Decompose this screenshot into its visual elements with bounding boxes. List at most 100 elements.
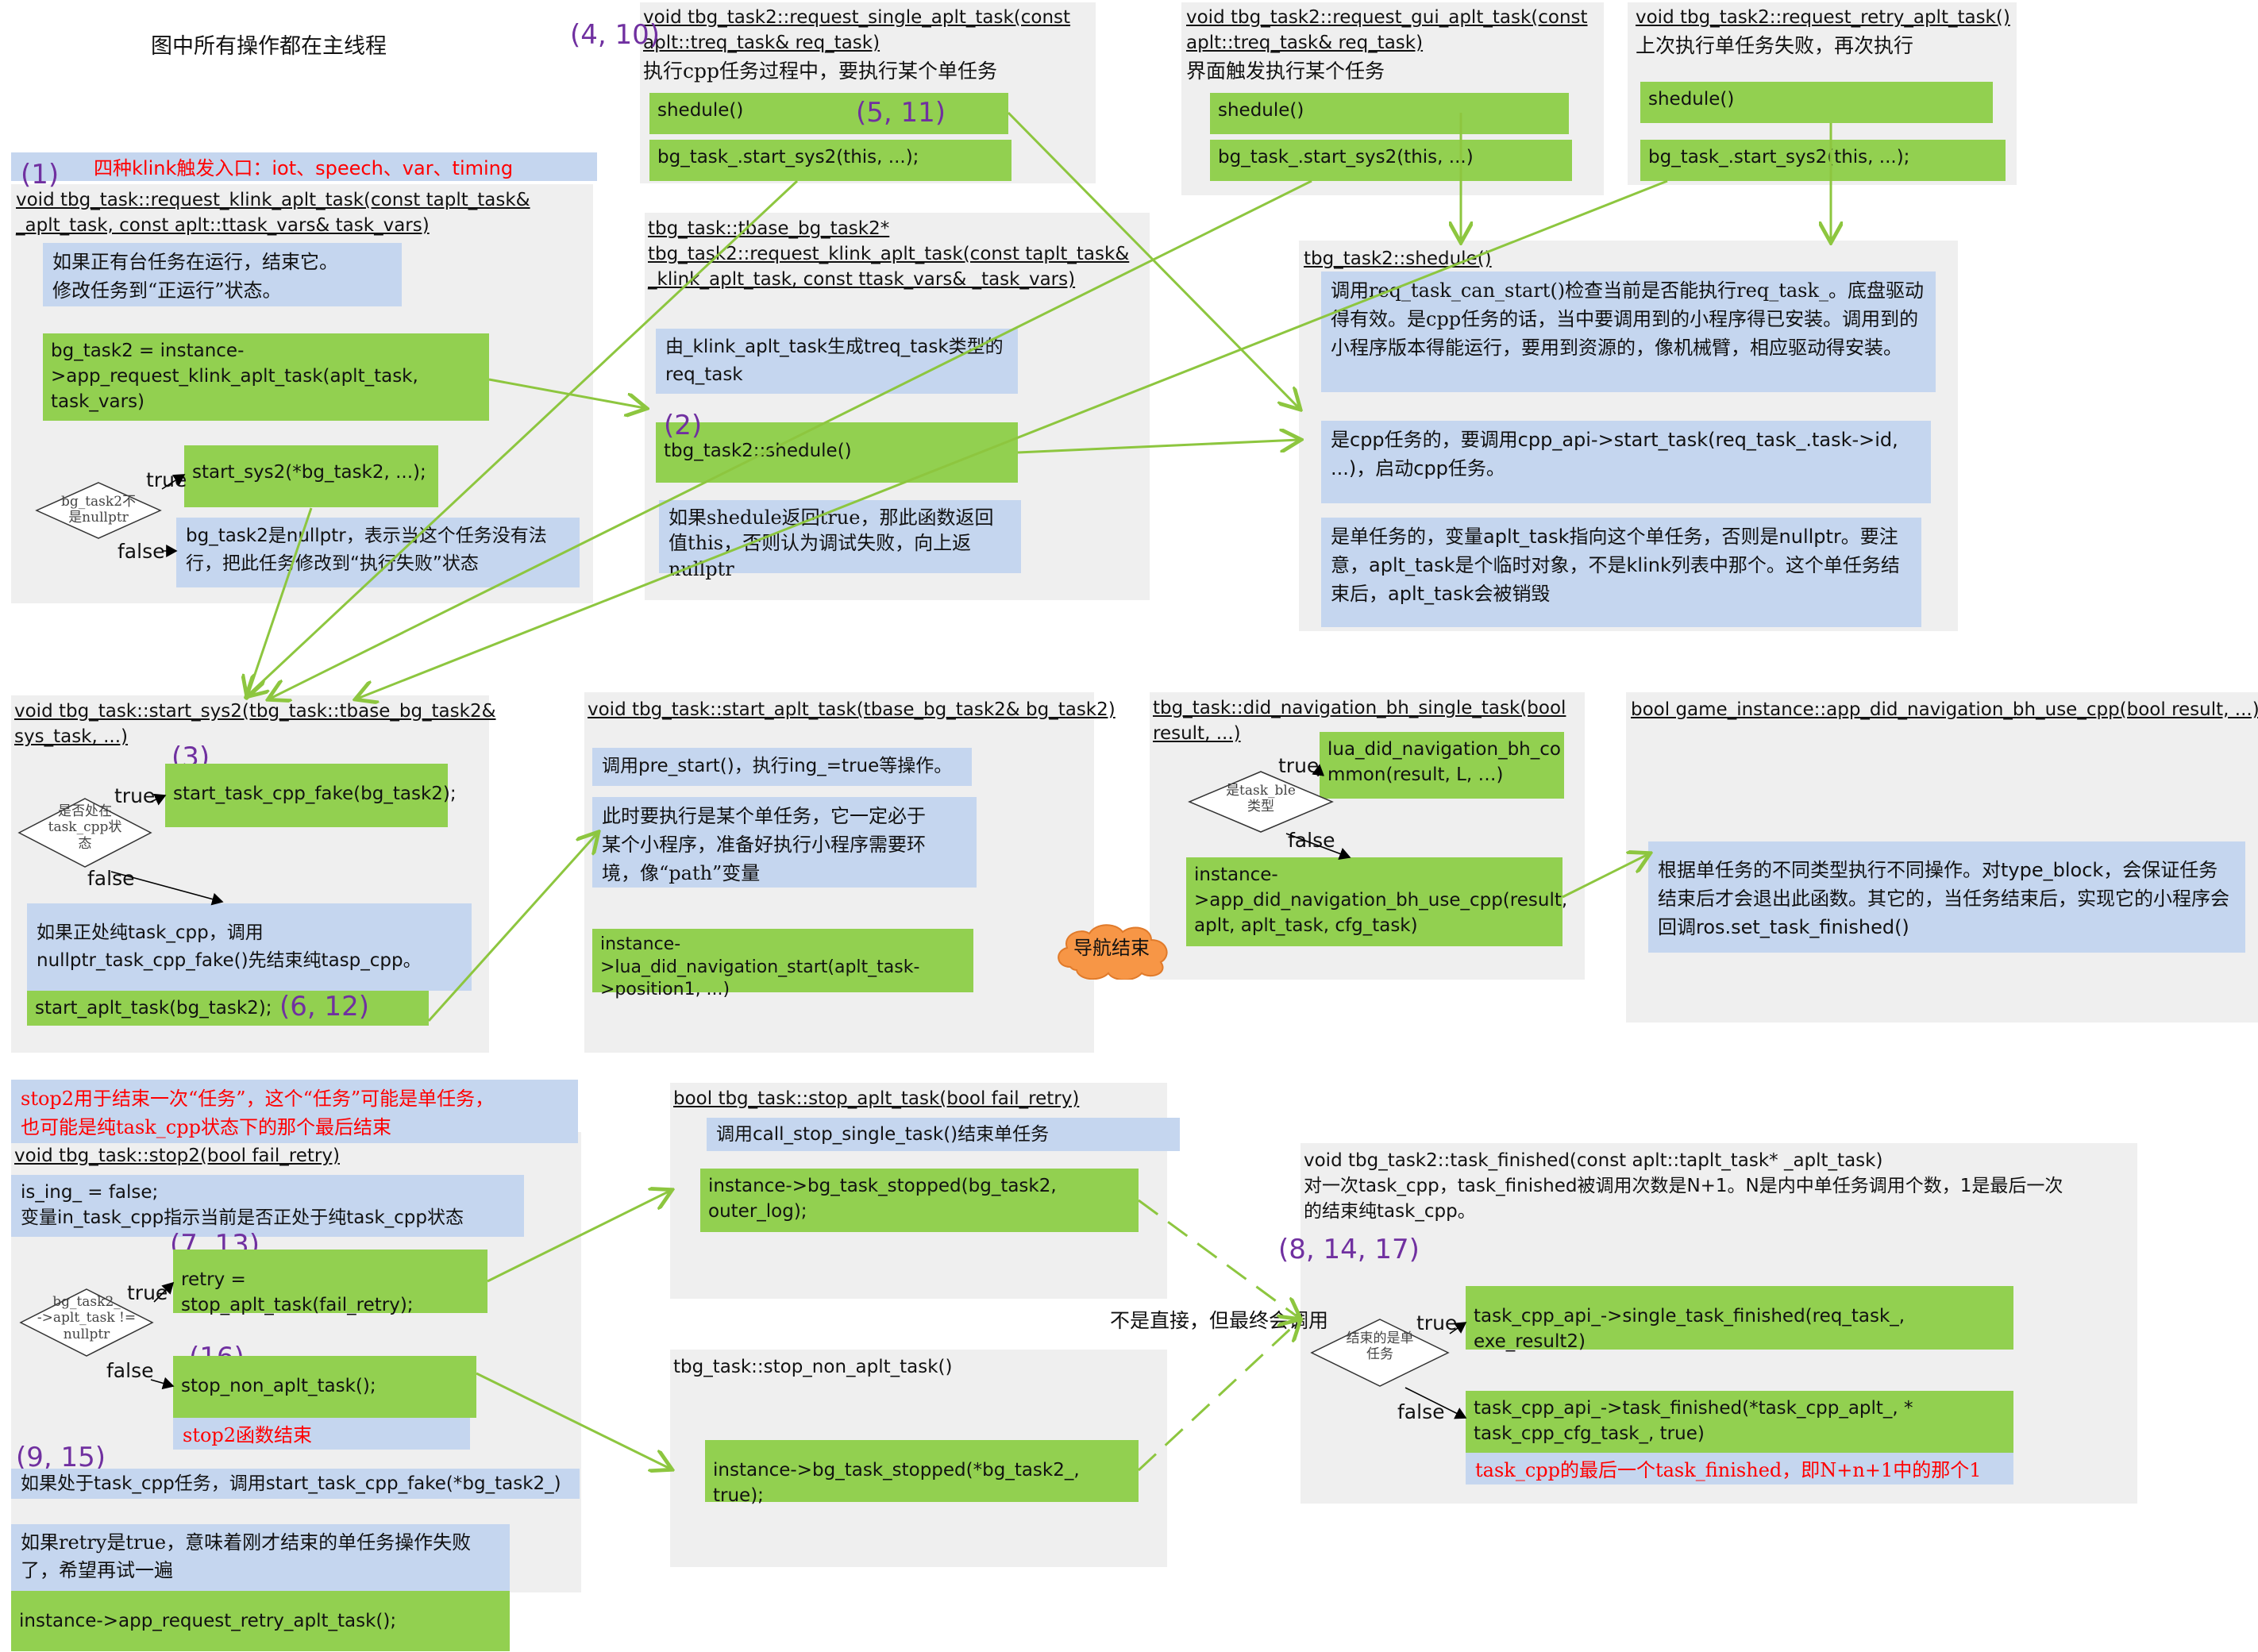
req-single-signature: void tbg_task2::request_single_aplt_task… xyxy=(643,7,1071,54)
finished-false-label: false xyxy=(1397,1400,1445,1423)
klink-decision-label: bg_task2不 是nullptr xyxy=(60,494,137,526)
single-task-finished-call: task_cpp_api_->single_task_finished(req_… xyxy=(1466,1286,2013,1352)
start-aplt-pre: 调用pre_start()，执行ing_=true等操作。 xyxy=(592,748,972,786)
tbase-signature: tbg_task::tbase_bg_task2* tbg_task2::req… xyxy=(648,218,1130,291)
start-aplt-task-call: start_aplt_task(bg_task2); xyxy=(27,991,429,1026)
step-1: (1) xyxy=(21,159,60,191)
arrow-stop-non-to-stop-non-aplt xyxy=(476,1372,670,1469)
start-sys2-desc: 如果正处纯task_cpp，调用 nullptr_task_cpp_fake()… xyxy=(27,903,472,991)
main-thread-note: 图中所有操作都在主线程 xyxy=(151,34,387,59)
app-did-navigation-call: instance- >app_did_navigation_bh_use_cpp… xyxy=(1186,857,1567,946)
lua-did-navigation-start: instance- >lua_did_navigation_start(aplt… xyxy=(592,929,973,999)
req-gui-desc: 界面触发执行某个任务 xyxy=(1186,60,1385,83)
stop-non-aplt-task-call: stop_non_aplt_task(); xyxy=(173,1356,476,1418)
stop-non-signature: tbg_task::stop_non_aplt_task() xyxy=(673,1357,953,1377)
shedule-check: 调用req_task_can_start()检查当前是否能执行req_task_… xyxy=(1321,271,1936,392)
klink-call: bg_task2 = instance- >app_request_klink_… xyxy=(43,333,489,421)
step-2: (2) xyxy=(664,410,703,441)
arrow-stop2-true xyxy=(153,1281,175,1303)
klink-start-sys2: start_sys2(*bg_task2, ...); xyxy=(184,445,438,507)
stop-aplt-signature: bool tbg_task::stop_aplt_task(bool fail_… xyxy=(673,1088,1080,1109)
klink-decision-diamond xyxy=(35,482,162,539)
req-retry-desc: 上次执行单任务失败，再次执行 xyxy=(1636,34,1914,57)
req-retry-signature: void tbg_task2::request_retry_aplt_task(… xyxy=(1636,7,2010,28)
req-gui-start-sys2: bg_task_.start_sys2(this, ...) xyxy=(1210,140,1572,181)
step-8-14-17: (8, 14, 17) xyxy=(1278,1234,1420,1265)
klink-desc: 如果正有台任务在运行，结束它。 修改任务到“正运行”状态。 xyxy=(43,243,402,306)
finished-true-label: true xyxy=(1416,1311,1458,1334)
stop2-signature: void tbg_task::stop2(bool fail_retry) xyxy=(14,1146,340,1166)
stop2-retry-desc: 如果retry是true，意味着刚才结束的单任务操作失败 了，希望再试一遍 xyxy=(11,1524,510,1591)
lua-did-navigation-common: lua_did_navigation_bh_co mmon(result, L,… xyxy=(1320,732,1564,799)
stop-aplt-desc: 调用call_stop_single_task()结束单任务 xyxy=(707,1118,1180,1151)
shedule-signature: tbg_task2::shedule() xyxy=(1304,248,1492,269)
klink-signature-1: void tbg_task::request_klink_aplt_task(c… xyxy=(16,190,530,210)
arrow-start-aplt-to-start-aplt-task xyxy=(427,834,597,1022)
arrow-klink-start-to-start-sys2 xyxy=(248,507,313,695)
arrow-klink-true xyxy=(161,474,186,490)
game-desc: 根据单任务的不同类型执行不同操作。对type_block，会保证任务结束后才会退… xyxy=(1648,841,2245,953)
tbase-gen-req: 由_klink_aplt_task生成treq_task类型的 req_task xyxy=(656,329,1018,394)
req-retry-shedule: shedule() xyxy=(1640,82,1993,123)
arrow-dashed-stopped-true-to-finished xyxy=(1137,1321,1299,1472)
req-single-desc: 执行cpp任务过程中，要执行某个单任务 xyxy=(643,60,998,83)
stop2-desc: is_ing_ = false; 变量in_task_cpp指示当前是否正处于纯… xyxy=(11,1175,524,1237)
arrow-stop-aplt-to-stop-aplt-task xyxy=(487,1191,670,1283)
arrow-did-nav-true xyxy=(1312,764,1325,777)
req-single-shedule: shedule() xyxy=(649,93,1008,134)
did-nav-decision-diamond xyxy=(1188,771,1334,833)
start-sys2-signature: void tbg_task::start_sys2(tbg_task::tbas… xyxy=(14,701,496,748)
stop2-end: stop2函数结束 xyxy=(173,1418,470,1450)
task-finished-call: task_cpp_api_->task_finished(*task_cpp_a… xyxy=(1466,1391,2013,1454)
app-request-retry-call: instance->app_request_retry_aplt_task(); xyxy=(11,1591,510,1651)
shedule-start-cpp: 是cpp任务的，要调用cpp_api->start_task(req_task_… xyxy=(1321,421,1931,503)
stop2-decision-label: bg_task2_ ->aplt_task != nullptr xyxy=(37,1294,137,1342)
arrow-dashed-stopped-to-finished xyxy=(1138,1199,1299,1318)
step-4-10: (4, 10) xyxy=(570,19,661,51)
klink-false-label: false xyxy=(118,540,165,563)
klink-fail-desc: bg_task2是nullptr，表示当这个任务没有法 行，把此任务修改到“执行… xyxy=(176,518,580,587)
stop2-true-label: true xyxy=(127,1281,168,1304)
arrow-finished-true xyxy=(1449,1322,1467,1334)
stop-aplt-task-call: retry = stop_aplt_task(fail_retry); xyxy=(173,1250,487,1315)
arrow-finished-false xyxy=(1405,1387,1467,1419)
step-5-11: (5, 11) xyxy=(856,97,946,129)
arrow-klink-to-tbase xyxy=(488,378,645,408)
navigation-end-label: 导航结束 xyxy=(1073,937,1150,959)
arrow-did-nav-false xyxy=(1285,833,1351,860)
start-aplt-desc: 此时要执行是某个单任务，它一定必于 某个小程序，准备好执行小程序需要环 境，像“… xyxy=(592,797,977,888)
stop2-decision-diamond xyxy=(19,1288,154,1357)
finished-desc: 对一次task_cpp，task_finished被调用次数是N+1。N是内中单… xyxy=(1304,1176,2063,1223)
arrow-start-sys2-true xyxy=(150,793,167,806)
arrow-stop2-false xyxy=(150,1377,175,1390)
arrow-gui-start-to-start-sys2 xyxy=(270,179,1312,699)
game-signature: bool game_instance::app_did_navigation_b… xyxy=(1631,699,2258,720)
arrow-tbase-shedule-to-shedule xyxy=(1017,440,1299,454)
start-sys2-decision-label: 是否处在 task_cpp状 态 xyxy=(48,803,122,852)
bg-task-stopped-call: instance->bg_task_stopped(bg_task2, oute… xyxy=(700,1169,1139,1232)
arrow-app-did-nav-to-game xyxy=(1562,854,1648,899)
stop2-fake: 如果处于task_cpp任务，调用start_task_cpp_fake(*bg… xyxy=(11,1469,580,1499)
finished-note: task_cpp的最后一个task_finished，即N+n+1中的那个1 xyxy=(1466,1453,2013,1484)
arrow-retry-start-to-start-sys2 xyxy=(357,179,1668,699)
req-single-start-sys2: bg_task_.start_sys2(this, ...); xyxy=(649,140,1011,181)
bg-task-stopped-true-call: instance->bg_task_stopped(*bg_task2_, tr… xyxy=(705,1440,1139,1506)
req-gui-shedule: shedule() xyxy=(1210,93,1569,134)
shedule-single-task: 是单任务的，变量aplt_task指向这个单任务，否则是nullptr。要注意，… xyxy=(1321,518,1921,627)
arrow-start-sys2-false xyxy=(110,871,224,906)
step-6-12: (6, 12) xyxy=(279,991,370,1022)
stop2-false-label: false xyxy=(106,1359,154,1382)
did-nav-signature: tbg_task::did_navigation_bh_single_task(… xyxy=(1153,698,1566,745)
arrow-single-start-to-start-sys2 xyxy=(248,179,799,695)
finished-decision-label: 结束的是单 任务 xyxy=(1346,1330,1414,1363)
navigation-end-cloud xyxy=(1058,924,1168,980)
start-aplt-signature: void tbg_task::start_aplt_task(tbase_bg_… xyxy=(588,699,1116,720)
did-nav-false-label: false xyxy=(1288,829,1335,852)
klink-signature-2: _aplt_task, const aplt::ttask_vars& task… xyxy=(16,215,430,236)
req-gui-signature: void tbg_task2::request_gui_aplt_task(co… xyxy=(1186,7,1588,54)
tbase-return: 如果shedule返回true，那此函数返回 值this，否则认为调试失败，向上… xyxy=(659,500,1021,580)
tbase-shedule: tbg_task2::shedule() xyxy=(656,422,1018,483)
req-retry-start-sys2: bg_task_.start_sys2(this, ...); xyxy=(1640,140,2006,181)
start-sys2-true-label: true xyxy=(114,784,156,807)
